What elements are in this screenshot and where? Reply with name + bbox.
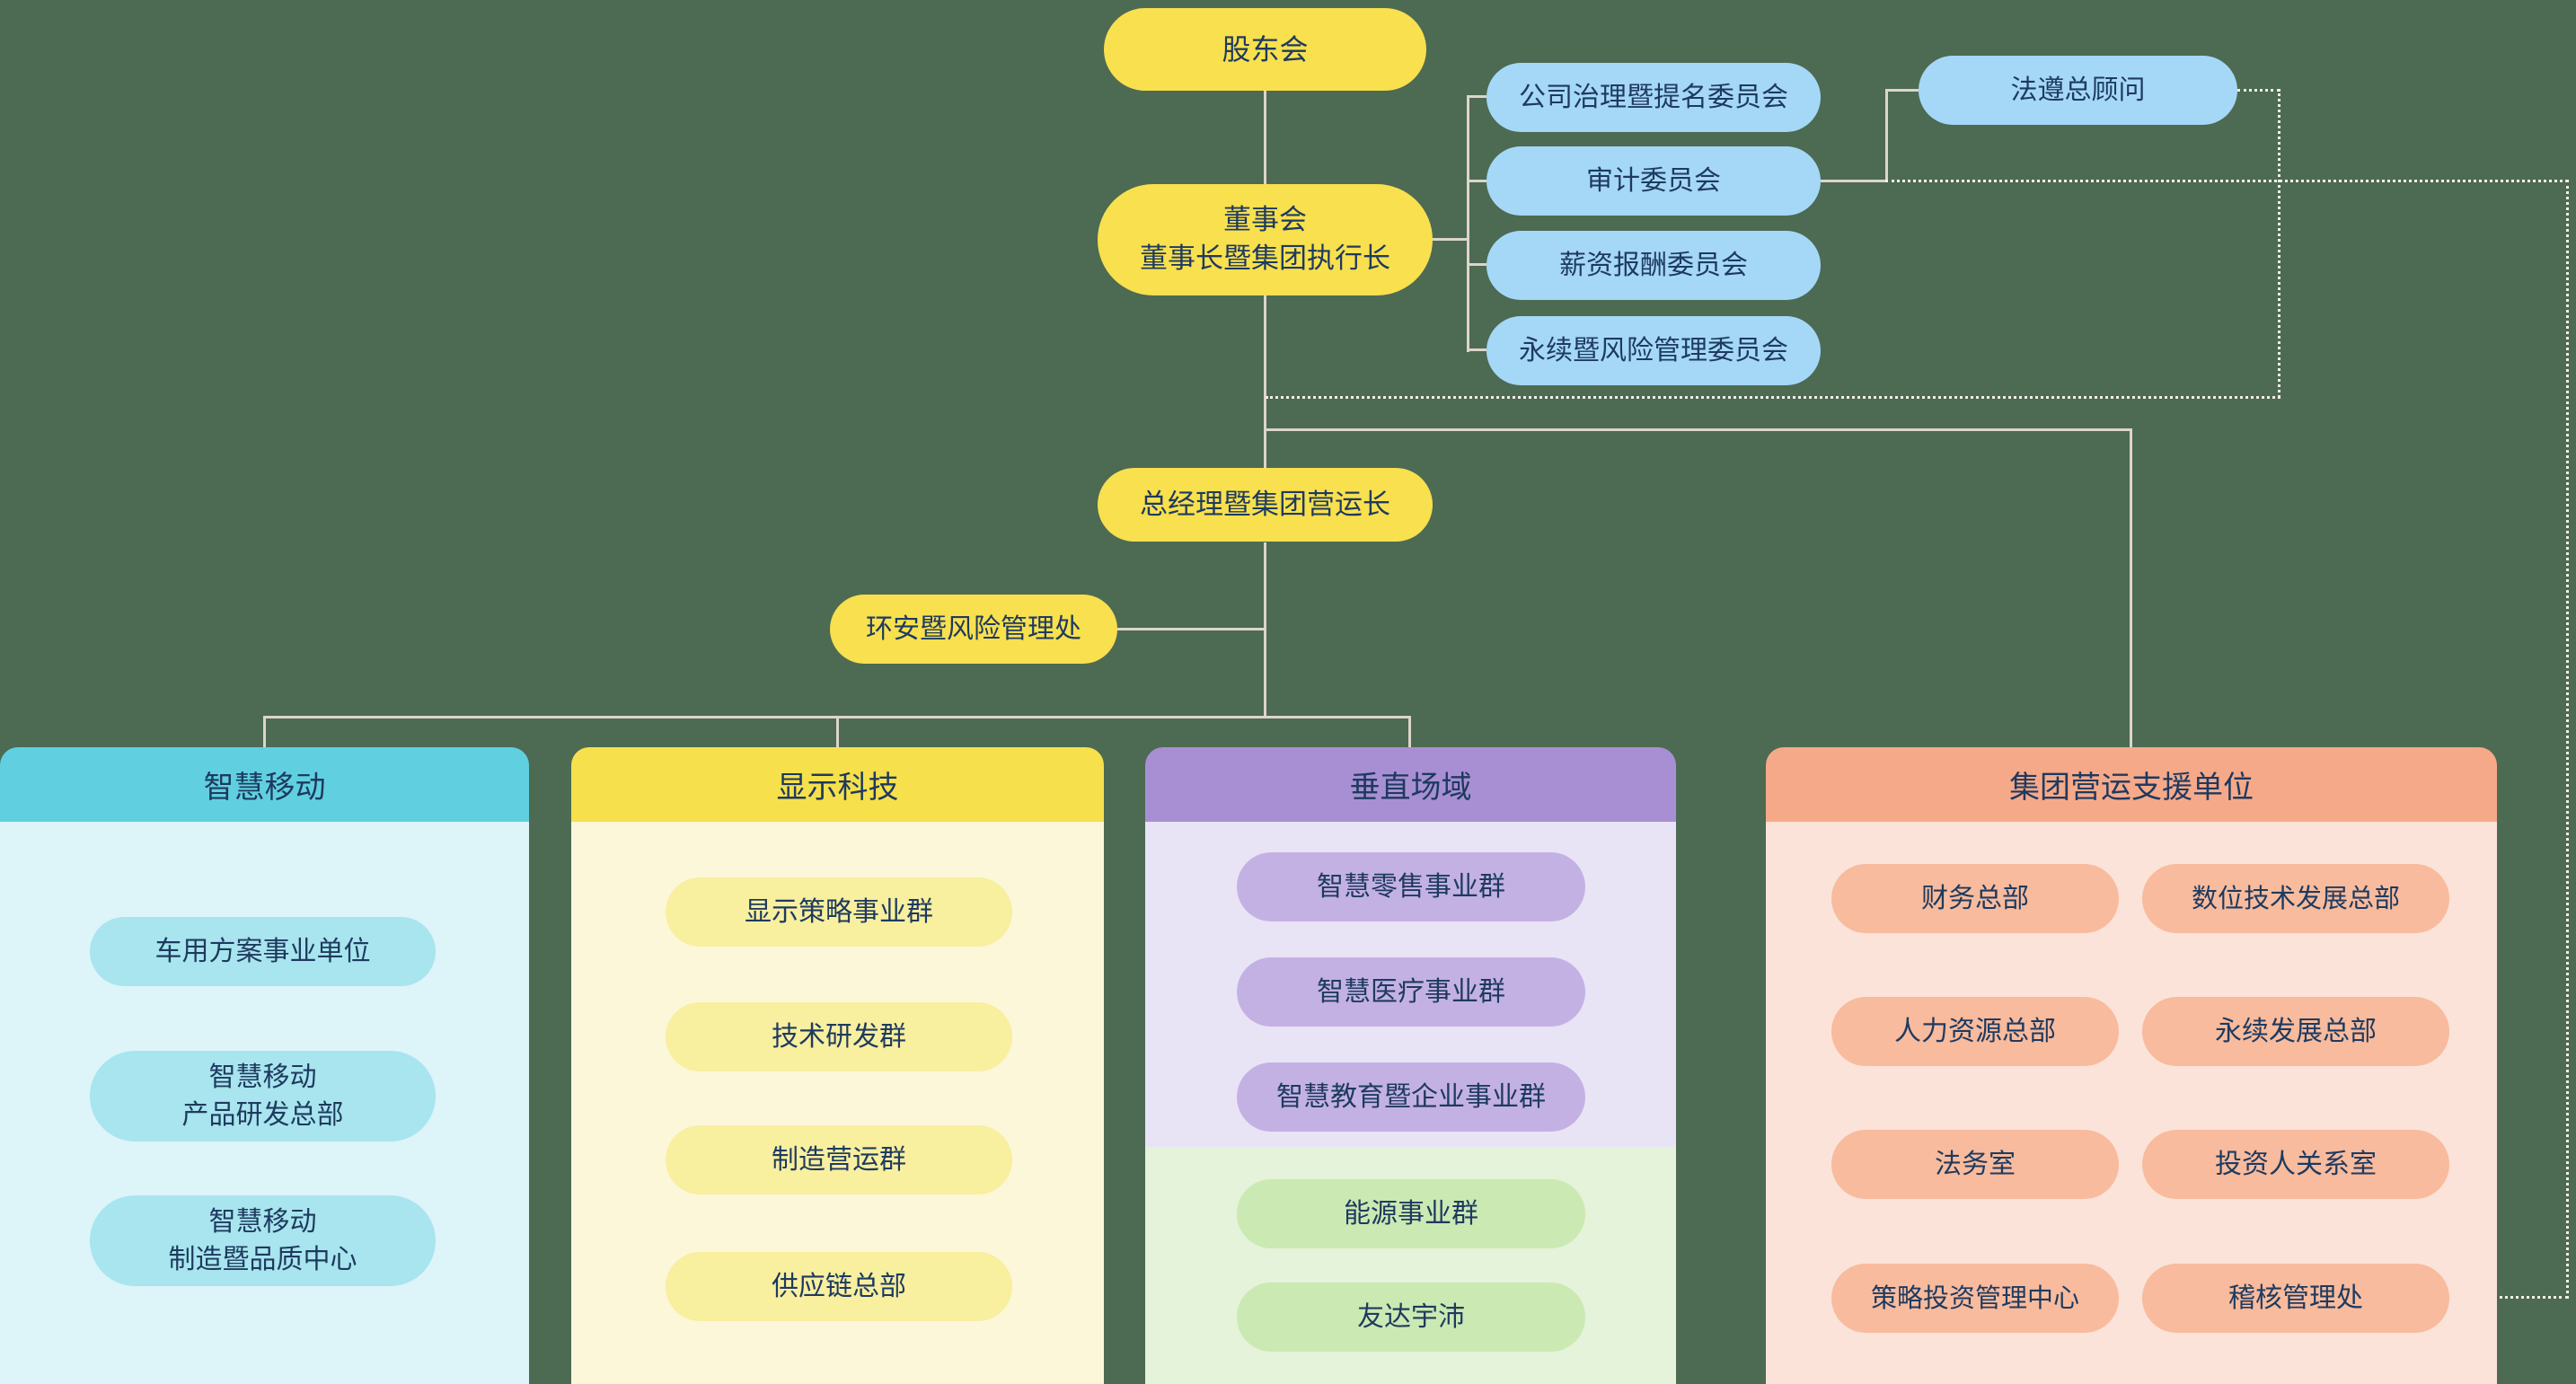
connector-shareholders-board bbox=[1264, 91, 1266, 184]
panel-group-support-title: 集团营运支援单位 bbox=[1766, 747, 2497, 822]
dotted-compliance-v bbox=[2278, 89, 2280, 398]
node-smart-education-enterprise: 智慧教育暨企业事业群 bbox=[1237, 1062, 1585, 1132]
node-board-chairman: 董事会 董事长暨集团执行长 bbox=[1098, 184, 1433, 295]
node-shareholders: 股东会 bbox=[1104, 8, 1426, 91]
node-smart-retail: 智慧零售事业群 bbox=[1237, 852, 1585, 921]
connector-audit-compliance-v bbox=[1885, 89, 1888, 182]
connector-committees-bracket bbox=[1467, 96, 1469, 352]
connector-audit-compliance-h1 bbox=[1821, 180, 1885, 182]
panel-display-tech-title: 显示科技 bbox=[571, 747, 1104, 822]
node-mobility-product-rd: 智慧移动 产品研发总部 bbox=[90, 1051, 436, 1142]
node-digital-tech-hq: 数位技术发展总部 bbox=[2142, 864, 2449, 933]
connector-board-committees bbox=[1433, 238, 1467, 241]
connector-board-support-h bbox=[1264, 428, 2132, 431]
dotted-compliance-main-h bbox=[1266, 396, 2280, 399]
connector-committee-stub-1 bbox=[1467, 95, 1486, 98]
node-strategic-investment-center: 策略投资管理中心 bbox=[1831, 1264, 2119, 1333]
connector-board-support-v bbox=[2130, 428, 2132, 747]
node-president-coo: 总经理暨集团营运长 bbox=[1098, 468, 1433, 542]
connector-drop-display bbox=[836, 716, 839, 747]
panel-smart-mobility-title: 智慧移动 bbox=[0, 747, 529, 822]
node-auo-envirotech: 友达宇沛 bbox=[1237, 1283, 1585, 1352]
node-smart-healthcare: 智慧医疗事业群 bbox=[1237, 957, 1585, 1027]
node-finance-hq: 财务总部 bbox=[1831, 864, 2119, 933]
dotted-audit-office-h bbox=[2445, 1296, 2569, 1299]
dotted-compliance-h1 bbox=[2237, 89, 2280, 92]
panel-vertical-domains-title: 垂直场域 bbox=[1145, 747, 1676, 822]
connector-drop-vertical bbox=[1408, 716, 1411, 747]
node-sustainability-hq: 永续发展总部 bbox=[2142, 997, 2449, 1066]
node-committee-compensation: 薪资报酬委员会 bbox=[1486, 231, 1821, 300]
node-mobility-mfg-quality: 智慧移动 制造暨品质中心 bbox=[90, 1195, 436, 1286]
node-audit-management-office: 稽核管理处 bbox=[2142, 1264, 2449, 1333]
node-automotive-solutions: 车用方案事业单位 bbox=[90, 917, 436, 986]
connector-president-distributor bbox=[1264, 542, 1266, 718]
node-committee-governance: 公司治理暨提名委员会 bbox=[1486, 63, 1821, 132]
dotted-right-edge-v bbox=[2566, 180, 2569, 1299]
connector-board-president bbox=[1264, 295, 1266, 468]
node-investor-relations: 投资人关系室 bbox=[2142, 1130, 2449, 1199]
node-compliance-counsel: 法遵总顾问 bbox=[1919, 56, 2237, 125]
connector-committee-stub-3 bbox=[1467, 263, 1486, 266]
node-committee-audit: 审计委员会 bbox=[1486, 146, 1821, 216]
dotted-audit-right-h bbox=[1885, 180, 2568, 182]
node-legal-office: 法务室 bbox=[1831, 1130, 2119, 1199]
node-mfg-operations-group: 制造营运群 bbox=[666, 1125, 1012, 1194]
node-committee-sustainability-risk: 永续暨风险管理委员会 bbox=[1486, 316, 1821, 385]
connector-audit-compliance-h2 bbox=[1885, 89, 1919, 92]
node-hr-hq: 人力资源总部 bbox=[1831, 997, 2119, 1066]
connector-committee-stub-4 bbox=[1467, 348, 1486, 351]
connector-ehs-office bbox=[1117, 628, 1264, 630]
node-ehs-risk-office: 环安暨风险管理处 bbox=[830, 595, 1117, 664]
node-supply-chain-hq: 供应链总部 bbox=[666, 1252, 1012, 1321]
node-energy-group: 能源事业群 bbox=[1237, 1179, 1585, 1248]
connector-drop-mobility bbox=[263, 716, 266, 747]
node-tech-rd-group: 技术研发群 bbox=[666, 1002, 1012, 1071]
node-display-strategy: 显示策略事业群 bbox=[666, 877, 1012, 947]
connector-committee-stub-2 bbox=[1467, 180, 1486, 182]
